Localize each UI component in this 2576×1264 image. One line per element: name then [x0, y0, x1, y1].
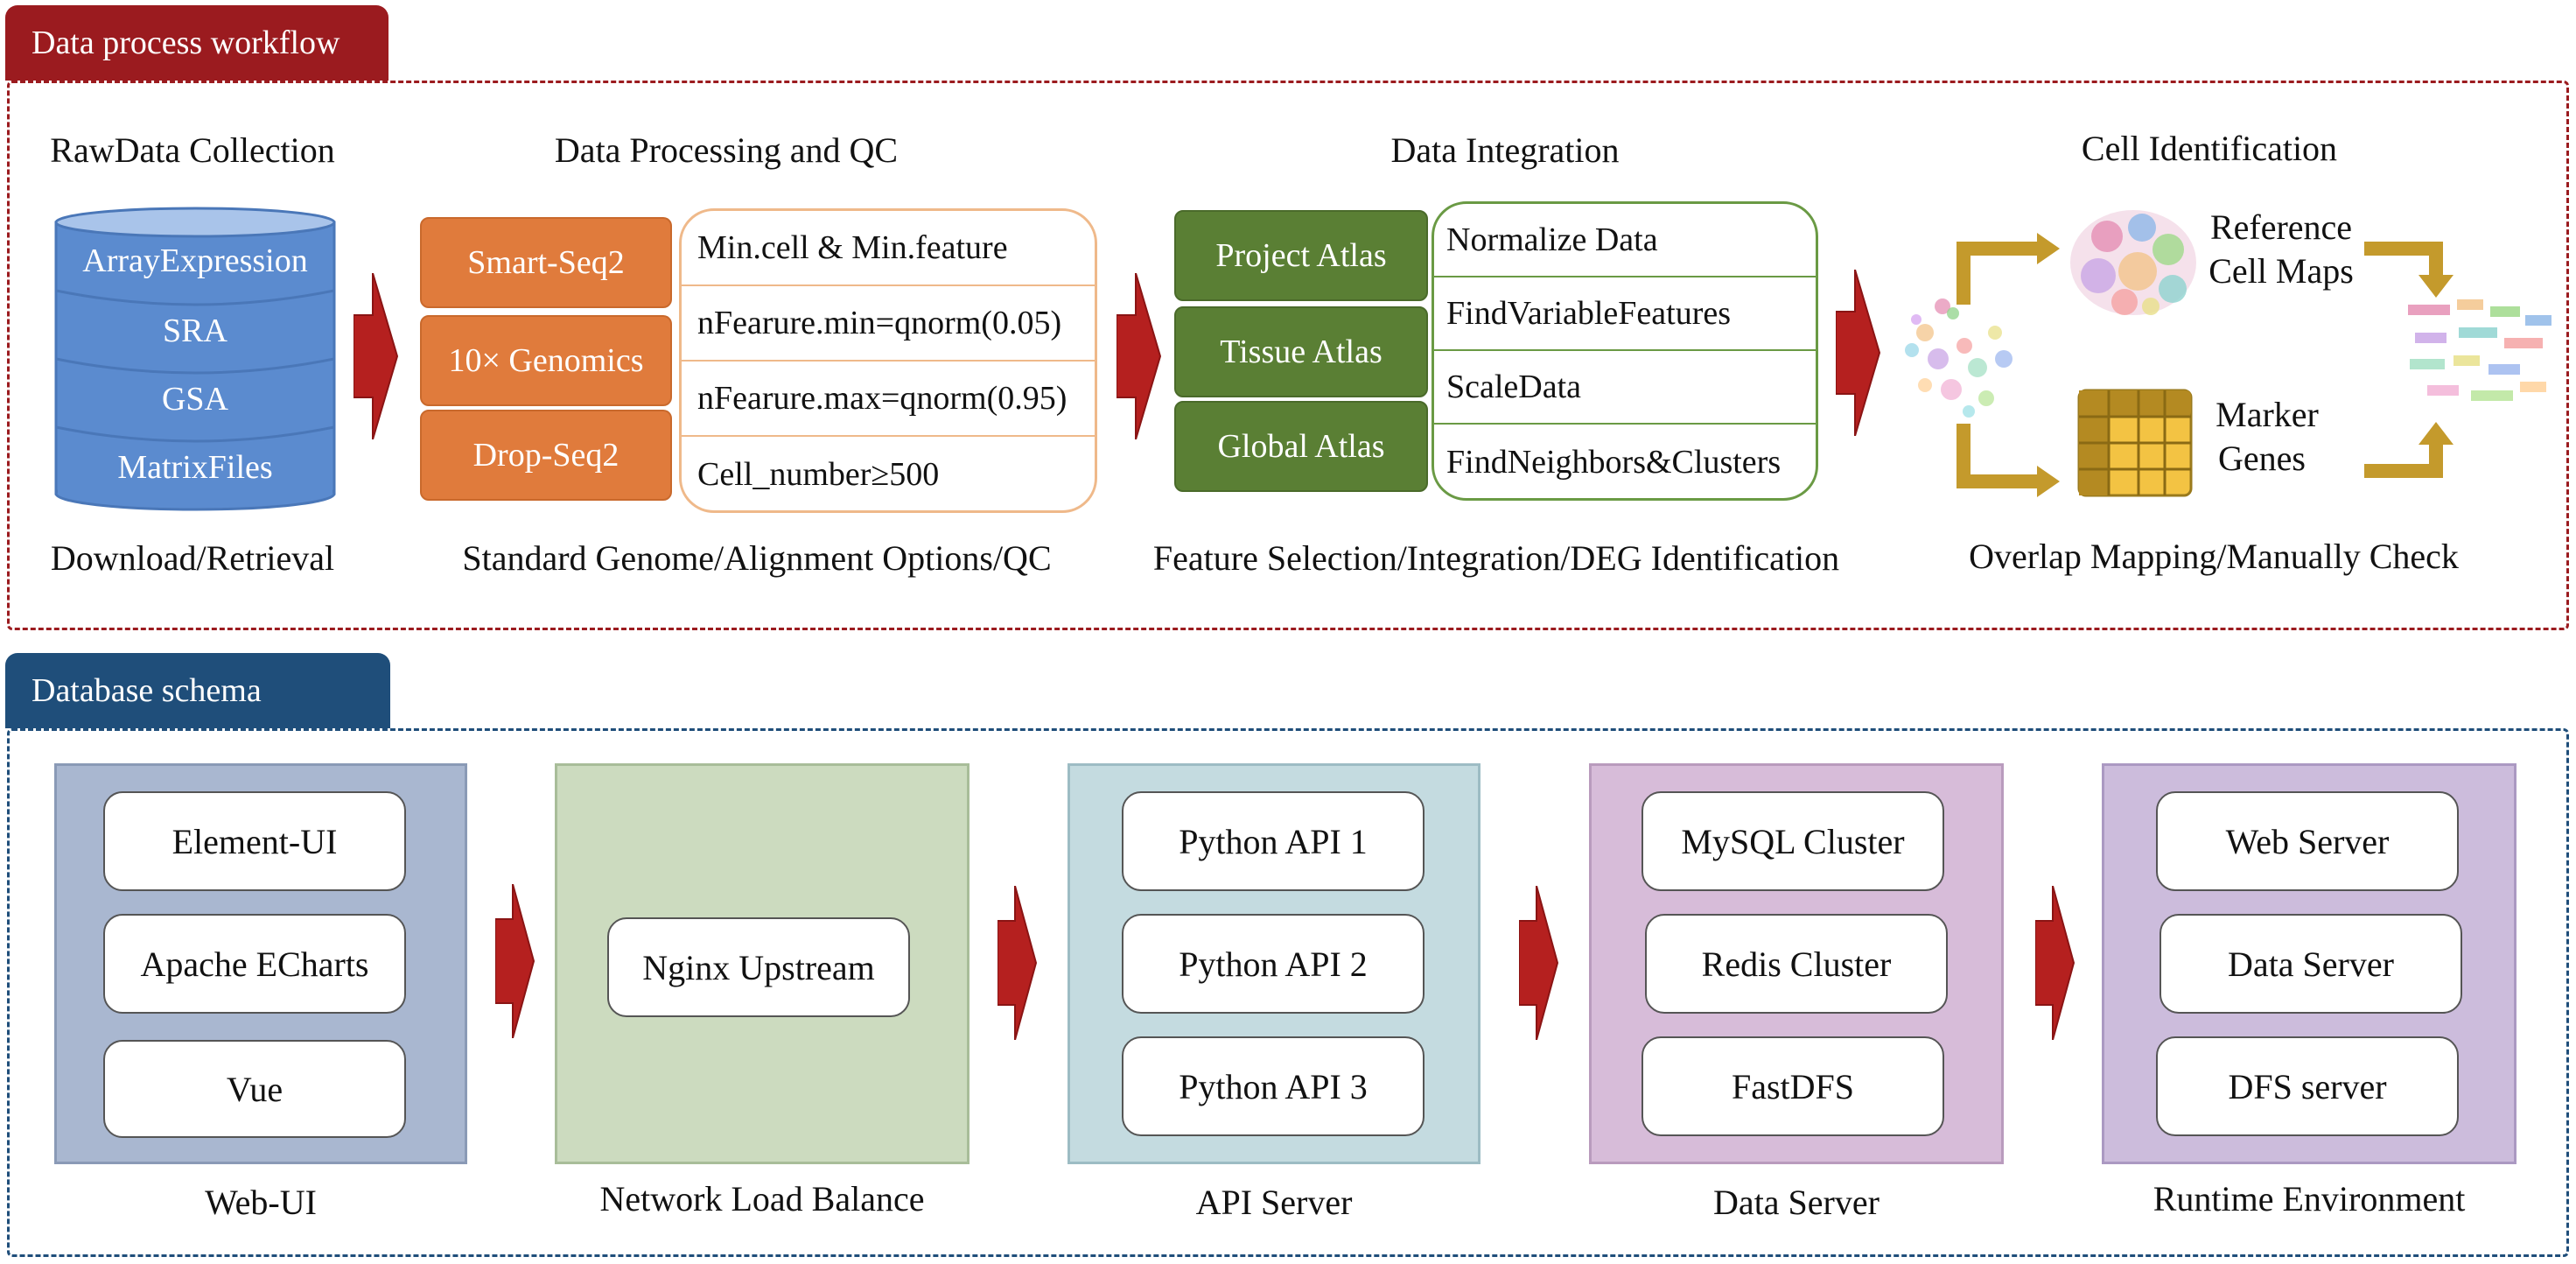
schema-tab-title: Database schema: [32, 672, 262, 709]
webui-caption: Web-UI: [205, 1183, 317, 1222]
data-item-mysql-cluster: MySQL Cluster: [1642, 791, 1944, 891]
identification-title: Cell Identification: [2081, 129, 2338, 168]
integration-steps-box: Normalize Data FindVariableFeatures Scal…: [1432, 201, 1818, 501]
api-item-python-api-3-label: Python API 3: [1179, 1066, 1368, 1106]
source-matrixfiles: MatrixFiles: [117, 449, 273, 486]
identification-caption: Overlap Mapping/Manually Check: [1969, 537, 2459, 576]
runtime-item-dfs-server-label: DFS server: [2228, 1066, 2387, 1106]
database-icon: [54, 207, 336, 511]
flow-arrow-2: [1116, 273, 1162, 439]
schema-arrow-2: [998, 886, 1038, 1040]
database-cylinder: ArrayExpression SRA GSA MatrixFiles: [54, 207, 336, 513]
workflow-frame: [7, 81, 2569, 630]
network-caption: Network Load Balance: [599, 1179, 925, 1218]
reference-cell-maps-line2: Cell Maps: [2208, 251, 2354, 291]
gold-arrow-down: [1956, 424, 2060, 497]
webui-item-vue-label: Vue: [226, 1069, 284, 1109]
reference-cell-map-icon: [2070, 210, 2196, 315]
processing-caption: Standard Genome/Alignment Options/QC: [462, 538, 1052, 578]
marker-genes-line2: Genes: [2218, 439, 2306, 478]
schema-tab: Database schema: [5, 653, 390, 728]
marker-genes-table-icon: [2077, 389, 2193, 497]
atlas-tissue-label: Tissue Atlas: [1220, 334, 1382, 370]
integration-title: Data Integration: [1390, 130, 1620, 170]
runtime-item-web-server-label: Web Server: [2225, 821, 2390, 861]
platform-10x-genomics: 10× Genomics: [420, 315, 672, 406]
atlas-global-label: Global Atlas: [1217, 428, 1385, 465]
atlas-project-label: Project Atlas: [1215, 237, 1387, 274]
webui-item-element-ui-label: Element-UI: [172, 821, 338, 861]
data-item-mysql-cluster-label: MySQL Cluster: [1681, 821, 1905, 861]
api-item-python-api-2: Python API 2: [1122, 914, 1424, 1014]
annotated-umap-icon: [2408, 299, 2552, 401]
runtime-item-data-server: Data Server: [2160, 914, 2462, 1014]
integration-step-4: FindNeighbors&Clusters: [1446, 444, 1782, 481]
integration-step-2: FindVariableFeatures: [1434, 277, 1816, 351]
api-item-python-api-2-label: Python API 2: [1179, 944, 1368, 984]
raw-caption: Download/Retrieval: [50, 538, 335, 578]
data-item-fastdfs-label: FastDFS: [1731, 1066, 1855, 1106]
data-item-fastdfs: FastDFS: [1642, 1036, 1944, 1136]
webui-item-element-ui: Element-UI: [103, 791, 406, 891]
webui-item-apache-echarts-label: Apache ECharts: [140, 944, 369, 984]
atlas-project: Project Atlas: [1174, 210, 1428, 301]
integration-caption: Feature Selection/Integration/DEG Identi…: [1152, 538, 1840, 578]
marker-genes-line1: Marker: [2216, 395, 2319, 434]
platform-drop-seq2-label: Drop-Seq2: [472, 437, 620, 474]
schema-arrow-3: [1519, 886, 1559, 1040]
qc-step-3: nFearure.max=qnorm(0.95): [682, 362, 1095, 437]
umap-scatter-icon: [1905, 298, 2012, 418]
platform-10x-genomics-label: 10× Genomics: [448, 342, 644, 379]
atlas-global: Global Atlas: [1174, 401, 1428, 492]
integration-step-1: Normalize Data: [1434, 204, 1816, 277]
webui-item-vue: Vue: [103, 1040, 406, 1138]
runtime-caption: Runtime Environment: [2152, 1179, 2466, 1218]
reference-cell-maps-line1: Reference: [2209, 207, 2353, 247]
api-item-python-api-1: Python API 1: [1122, 791, 1424, 891]
flow-arrow-1: [354, 273, 399, 439]
source-sra: SRA: [163, 312, 228, 349]
workflow-tab: Data process workflow: [5, 5, 388, 81]
network-item-nginx-upstream: Nginx Upstream: [607, 917, 910, 1017]
data-server-caption: Data Server: [1713, 1183, 1880, 1222]
platform-drop-seq2: Drop-Seq2: [420, 410, 672, 501]
integration-step-3: ScaleData: [1434, 351, 1816, 425]
qc-steps-box: Min.cell & Min.feature nFearure.min=qnor…: [679, 208, 1097, 513]
flow-arrow-3: [1836, 270, 1881, 436]
qc-step-4: Cell_number≥500: [697, 456, 940, 493]
gold-arrow-right-up: [2364, 422, 2454, 478]
processing-title: Data Processing and QC: [554, 130, 899, 170]
api-item-python-api-3: Python API 3: [1122, 1036, 1424, 1136]
api-item-python-api-1-label: Python API 1: [1179, 821, 1368, 861]
data-item-redis-cluster-label: Redis Cluster: [1701, 944, 1892, 984]
workflow-tab-title: Data process workflow: [32, 25, 340, 61]
runtime-item-dfs-server: DFS server: [2156, 1036, 2459, 1136]
network-item-nginx-upstream-label: Nginx Upstream: [642, 947, 875, 987]
raw-title: RawData Collection: [50, 130, 335, 170]
source-gsa: GSA: [161, 381, 229, 418]
api-caption: API Server: [1195, 1183, 1353, 1222]
qc-step-1: Min.cell & Min.feature: [682, 211, 1095, 286]
schema-frame: [7, 728, 2569, 1257]
atlas-tissue: Tissue Atlas: [1174, 306, 1428, 397]
gold-arrow-up: [1956, 233, 2060, 305]
schema-arrow-4: [2035, 886, 2076, 1040]
schema-arrow-1: [495, 884, 536, 1038]
runtime-item-web-server: Web Server: [2156, 791, 2459, 891]
data-item-redis-cluster: Redis Cluster: [1645, 914, 1948, 1014]
platform-smart-seq2: Smart-Seq2: [420, 217, 672, 308]
webui-item-apache-echarts: Apache ECharts: [103, 914, 406, 1014]
platform-smart-seq2-label: Smart-Seq2: [467, 244, 625, 281]
runtime-item-data-server-label: Data Server: [2228, 944, 2394, 984]
qc-step-2: nFearure.min=qnorm(0.05): [682, 286, 1095, 362]
gold-arrow-right-down: [2364, 242, 2454, 298]
source-arrayexpression: ArrayExpression: [82, 242, 308, 279]
